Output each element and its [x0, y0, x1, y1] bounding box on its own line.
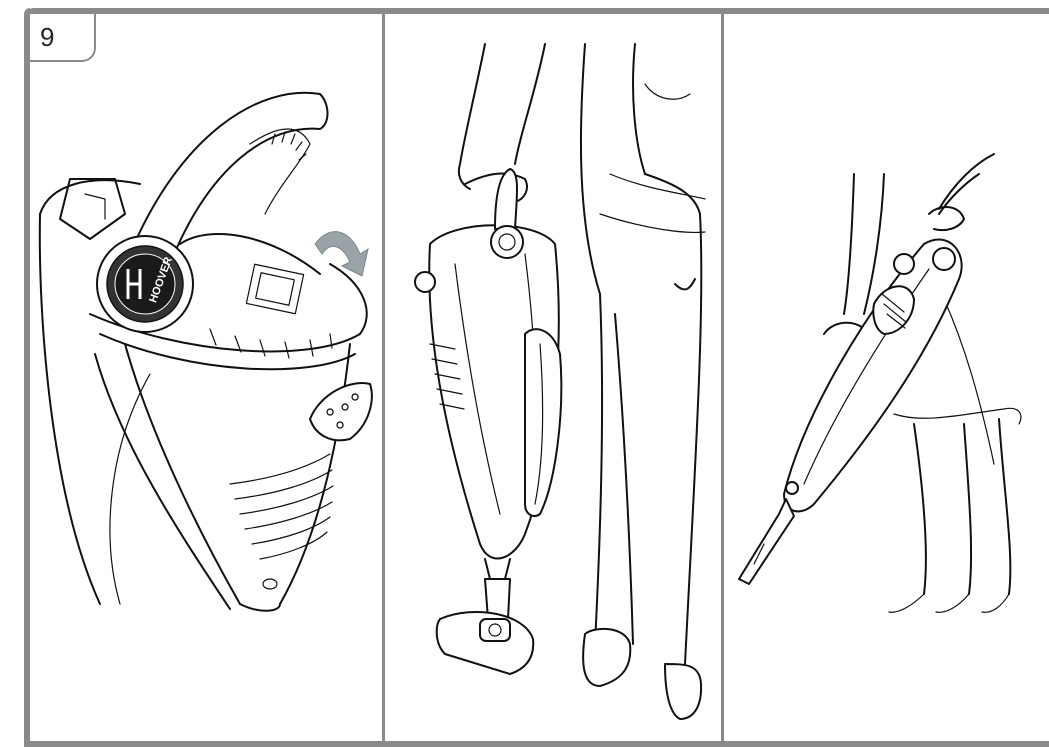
panel-handle-lift: HOOVER: [30, 14, 382, 741]
step-number: 9: [40, 22, 54, 53]
handheld-vacuum-use-illustration: [724, 14, 1049, 741]
panel-handheld-use: [724, 14, 1049, 741]
panel-carry-vacuum: [385, 14, 721, 741]
person-carrying-vacuum-illustration: [385, 14, 721, 741]
frame-bottom-bar: [24, 741, 1049, 747]
step-number-badge: 9: [30, 14, 96, 62]
vacuum-handle-lift-illustration: HOOVER: [30, 14, 382, 741]
